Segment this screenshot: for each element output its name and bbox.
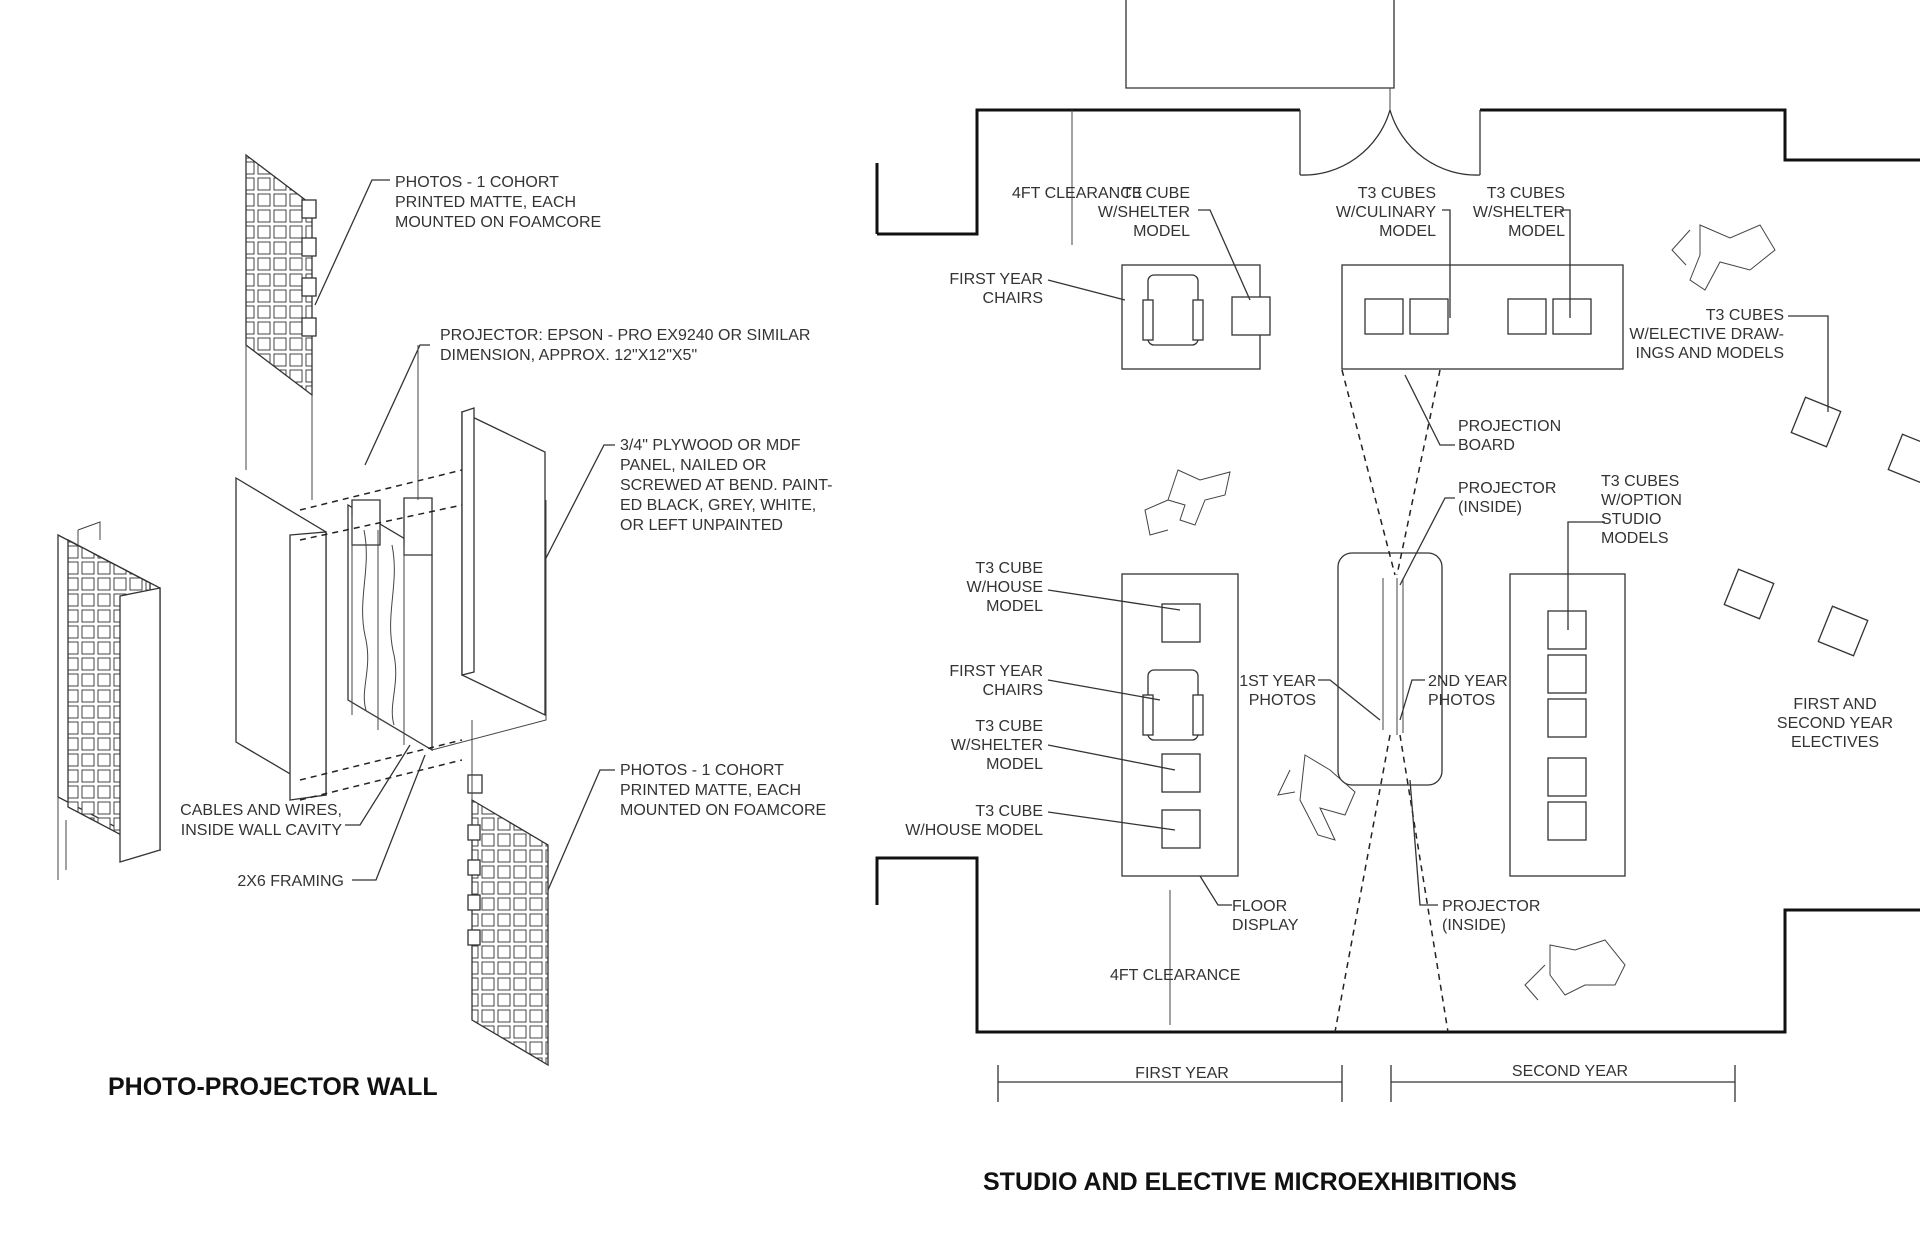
door-left [1299, 109, 1391, 176]
dimension-first-year: FIRST YEAR [997, 1065, 1343, 1102]
cube [1547, 801, 1587, 841]
door-right [1389, 109, 1481, 176]
cube [1231, 296, 1271, 336]
label-second-year: SECOND YEAR [1512, 1063, 1628, 1080]
cube [1723, 568, 1775, 620]
photo-grid-bottom [467, 720, 549, 1067]
photo-projector-wall [1337, 552, 1443, 786]
cube [1161, 603, 1201, 643]
person-figure [1671, 224, 1776, 291]
label-clearance-top: 4FT CLEARANCE [1012, 185, 1142, 202]
wall-top-right [1480, 108, 1920, 162]
cube [1817, 605, 1869, 657]
projector-box [403, 497, 433, 556]
first-year-chair [1142, 274, 1204, 346]
cube [1547, 698, 1587, 738]
cube [1364, 298, 1404, 335]
label-clearance-bottom: 4FT CLEARANCE [1110, 967, 1240, 984]
photo-grid-top [245, 153, 317, 500]
wall-top-left [875, 108, 1300, 236]
person-figure [1144, 469, 1231, 536]
cube [1547, 757, 1587, 797]
left-drawing-title: PHOTO-PROJECTOR WALL [108, 1073, 438, 1101]
first-year-chair [1142, 669, 1204, 741]
cube [1547, 610, 1587, 650]
cube [1161, 753, 1201, 793]
label-projector-inside-top: PROJECTOR(INSIDE) [1458, 480, 1556, 516]
cube [1552, 298, 1592, 335]
studio-floor-plan: FIRST YEAR SECOND YEAR 4FT CLEARANCE T3 … [875, 0, 1920, 1196]
projector-box [351, 499, 381, 546]
cube [1547, 654, 1587, 694]
label-projector-inside-bottom: PROJECTOR(INSIDE) [1442, 898, 1540, 934]
wall-bottom [875, 856, 1920, 1034]
right-drawing-title: STUDIO AND ELECTIVE MICROEXHIBITIONS [983, 1168, 1517, 1196]
dimension-second-year: SECOND YEAR [1390, 1063, 1736, 1102]
label-projector: PROJECTOR: EPSON - PRO EX9240 OR SIMILAR… [440, 327, 810, 364]
wall-framing [347, 497, 547, 752]
label-cables: CABLES AND WIRES,INSIDE WALL CAVITY [180, 802, 342, 839]
cube [1507, 298, 1547, 335]
cube [1887, 433, 1920, 485]
cube [1409, 298, 1449, 335]
person-figure [1524, 939, 1626, 1001]
label-framing: 2X6 FRAMING [237, 873, 344, 890]
projection-cone-top [1341, 369, 1441, 576]
cube [1790, 396, 1842, 448]
label-first-year: FIRST YEAR [1135, 1065, 1229, 1082]
person-figure [1277, 754, 1356, 841]
wall-elevation [57, 521, 161, 880]
